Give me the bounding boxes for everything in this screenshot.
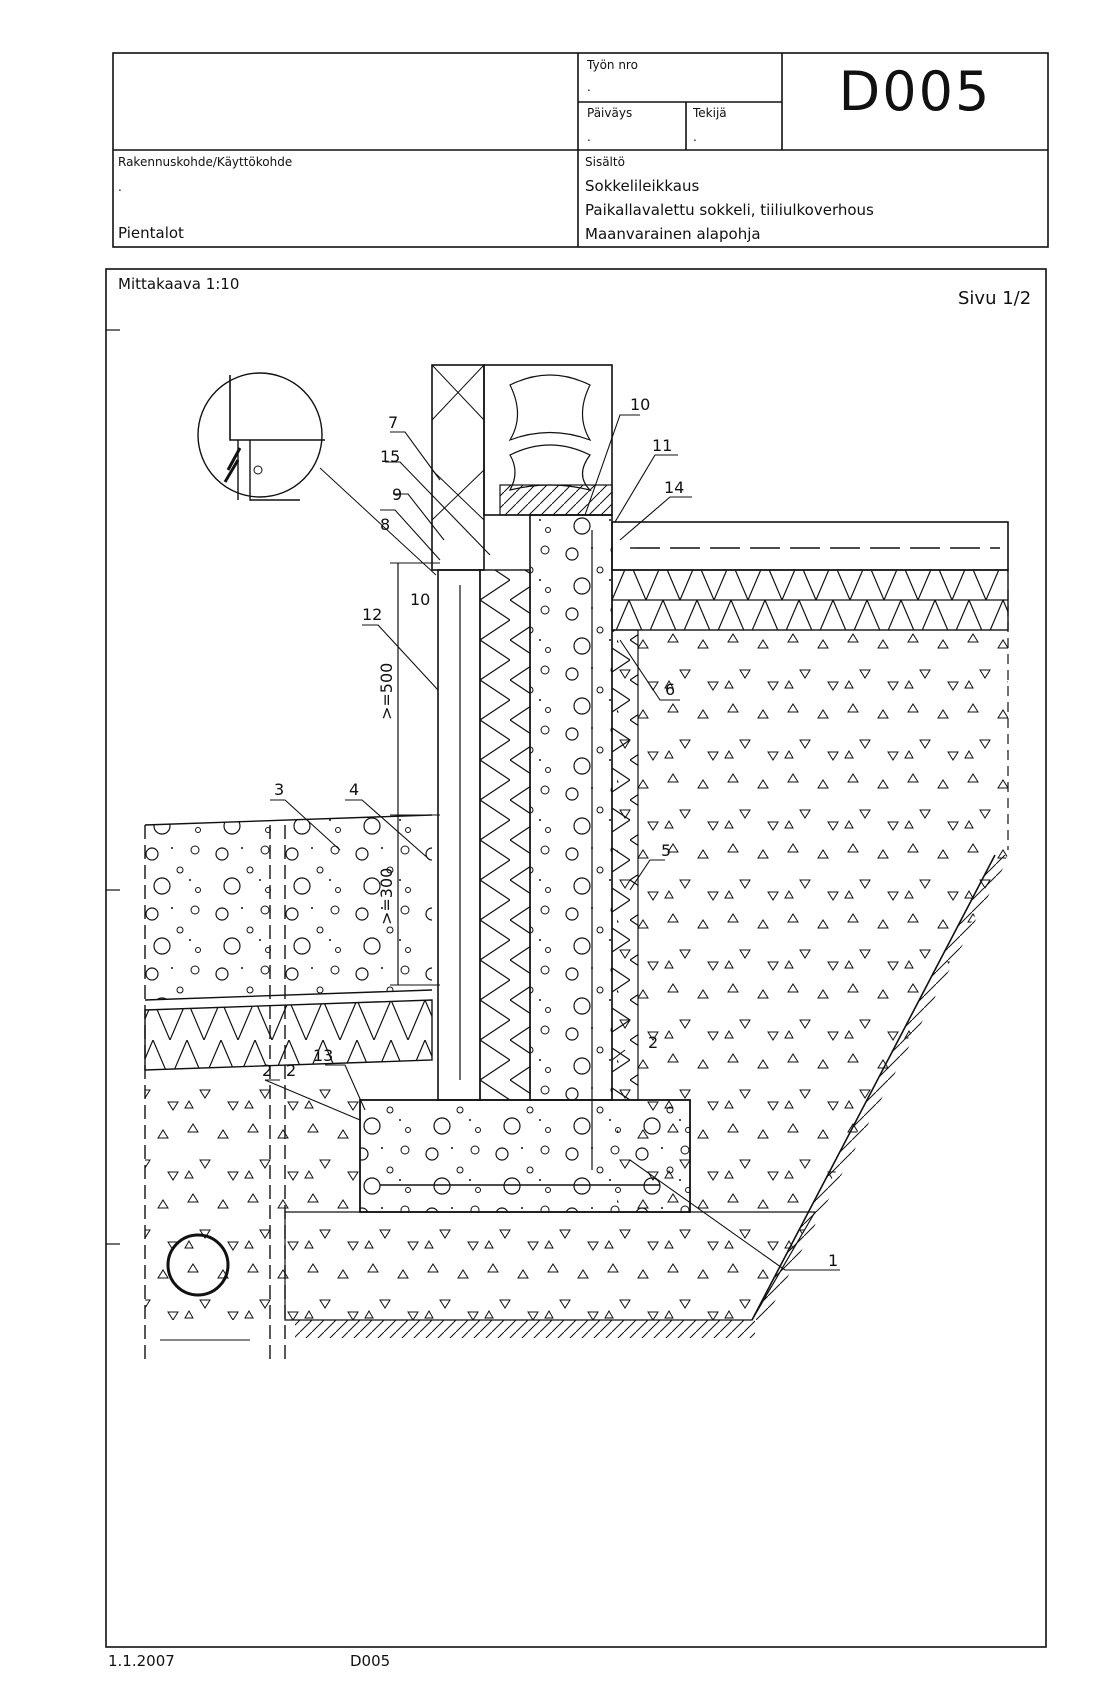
- date-value: .: [587, 130, 591, 144]
- callout-10a: 10: [630, 395, 650, 414]
- author-label: Tekijä: [693, 106, 727, 120]
- callout-6: 6: [665, 680, 675, 699]
- footer-code: D005: [350, 1652, 391, 1670]
- callout-5: 5: [661, 841, 671, 860]
- job-number-label: Työn nro: [587, 58, 638, 72]
- callout-2b: 2: [262, 1061, 272, 1080]
- drawing-code: D005: [838, 60, 992, 123]
- author-value: .: [693, 130, 697, 144]
- callout-2a: 2: [648, 1033, 658, 1052]
- callout-1: 1: [828, 1251, 838, 1270]
- callout-15: 15: [380, 447, 400, 466]
- callout-4: 4: [349, 780, 359, 799]
- callout-8: 8: [380, 515, 390, 534]
- job-number-value: .: [587, 80, 591, 94]
- callout-14: 14: [664, 478, 684, 497]
- callout-2c: 2: [286, 1061, 296, 1080]
- scale-label: Mittakaava 1:10: [118, 275, 240, 293]
- content-line-2: Paikallavalettu sokkeli, tiiliulkoverhou…: [585, 201, 874, 219]
- project-label: Rakennuskohde/Käyttökohde: [118, 155, 293, 169]
- content-line-3: Maanvarainen alapohja: [585, 225, 761, 243]
- project-value: .: [118, 180, 122, 194]
- callout-12: 12: [362, 605, 382, 624]
- callout-7: 7: [388, 413, 398, 432]
- callout-13: 13: [313, 1046, 333, 1065]
- page-label: Sivu 1/2: [958, 288, 1032, 309]
- callout-3: 3: [274, 780, 284, 799]
- content-label: Sisältö: [585, 155, 625, 169]
- content-line-1: Sokkelileikkaus: [585, 177, 700, 195]
- footer-date: 1.1.2007: [108, 1652, 175, 1670]
- date-label: Päiväys: [587, 106, 633, 120]
- callout-10b: 10: [410, 590, 430, 609]
- callout-11: 11: [652, 436, 672, 455]
- callout-9: 9: [392, 485, 402, 504]
- project-type: Pientalot: [118, 224, 184, 242]
- dimension-300: >=300: [377, 868, 396, 925]
- dimension-500: >=500: [377, 663, 396, 720]
